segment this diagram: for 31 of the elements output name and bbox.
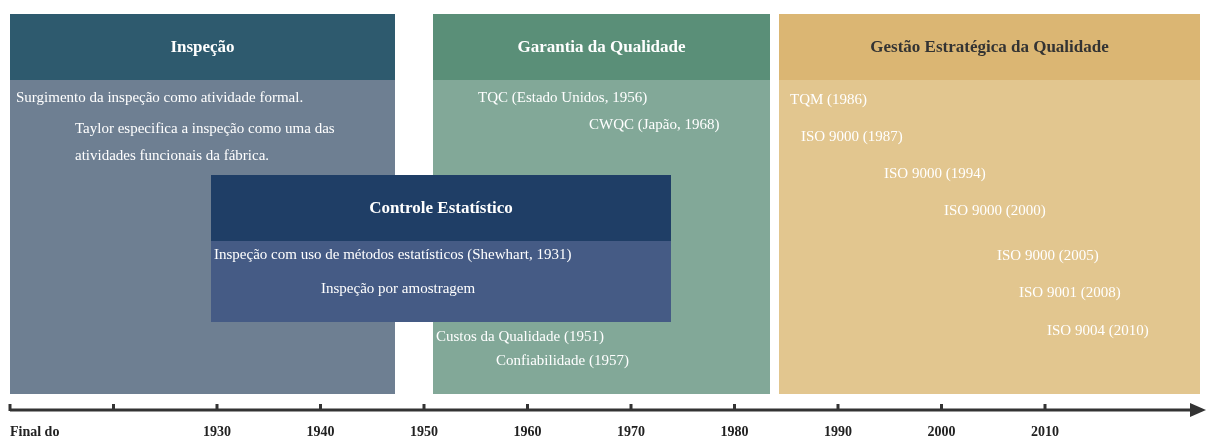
event-text: Inspeção com uso de métodos estatísticos (Shewhart, 1931) <box>214 245 572 264</box>
event-text: Surgimento da inspeção como atividade formal. <box>16 88 304 107</box>
year-label: 1940 <box>306 424 335 440</box>
event-text: ISO 9001 (2008) <box>1019 283 1121 302</box>
event-text: ISO 9004 (2010) <box>1047 321 1149 340</box>
year-label: 2010 <box>1031 424 1059 440</box>
year-label: 1990 <box>824 424 852 440</box>
year-label: 1960 <box>513 424 542 440</box>
year-label: 1950 <box>410 424 438 440</box>
year-label: 1970 <box>617 424 645 440</box>
event-text: Confiabilidade (1957) <box>496 351 629 370</box>
event-text: ISO 9000 (1987) <box>801 127 903 146</box>
event-text: Custos da Qualidade (1951) <box>436 327 604 346</box>
panel-heading: Gestão Estratégica da Qualidade <box>779 14 1200 80</box>
panel-heading: Inspeção <box>10 14 395 80</box>
event-text: ISO 9000 (1994) <box>884 164 986 183</box>
event-text: ISO 9000 (2005) <box>997 246 1099 265</box>
year-label: 1980 <box>720 424 749 440</box>
event-text: ISO 9000 (2000) <box>944 201 1046 220</box>
panel-heading: Controle Estatístico <box>211 175 671 241</box>
event-text: Taylor especifica a inspeção como uma das atividades funcionais da fábrica. <box>75 119 336 165</box>
year-label: 1930 <box>203 424 231 440</box>
era-panel <box>779 14 1200 394</box>
event-text: TQM (1986) <box>790 90 868 109</box>
event-text: CWQC (Japão, 1968) <box>589 115 720 134</box>
year-label: Final do <box>10 424 60 440</box>
event-text: Inspeção por amostragem <box>321 279 476 298</box>
event-text: TQC (Estado Unidos, 1956) <box>478 88 648 107</box>
panel-heading: Garantia da Qualidade <box>433 14 770 80</box>
year-label: 2000 <box>927 424 956 440</box>
era-overlay <box>211 175 671 322</box>
